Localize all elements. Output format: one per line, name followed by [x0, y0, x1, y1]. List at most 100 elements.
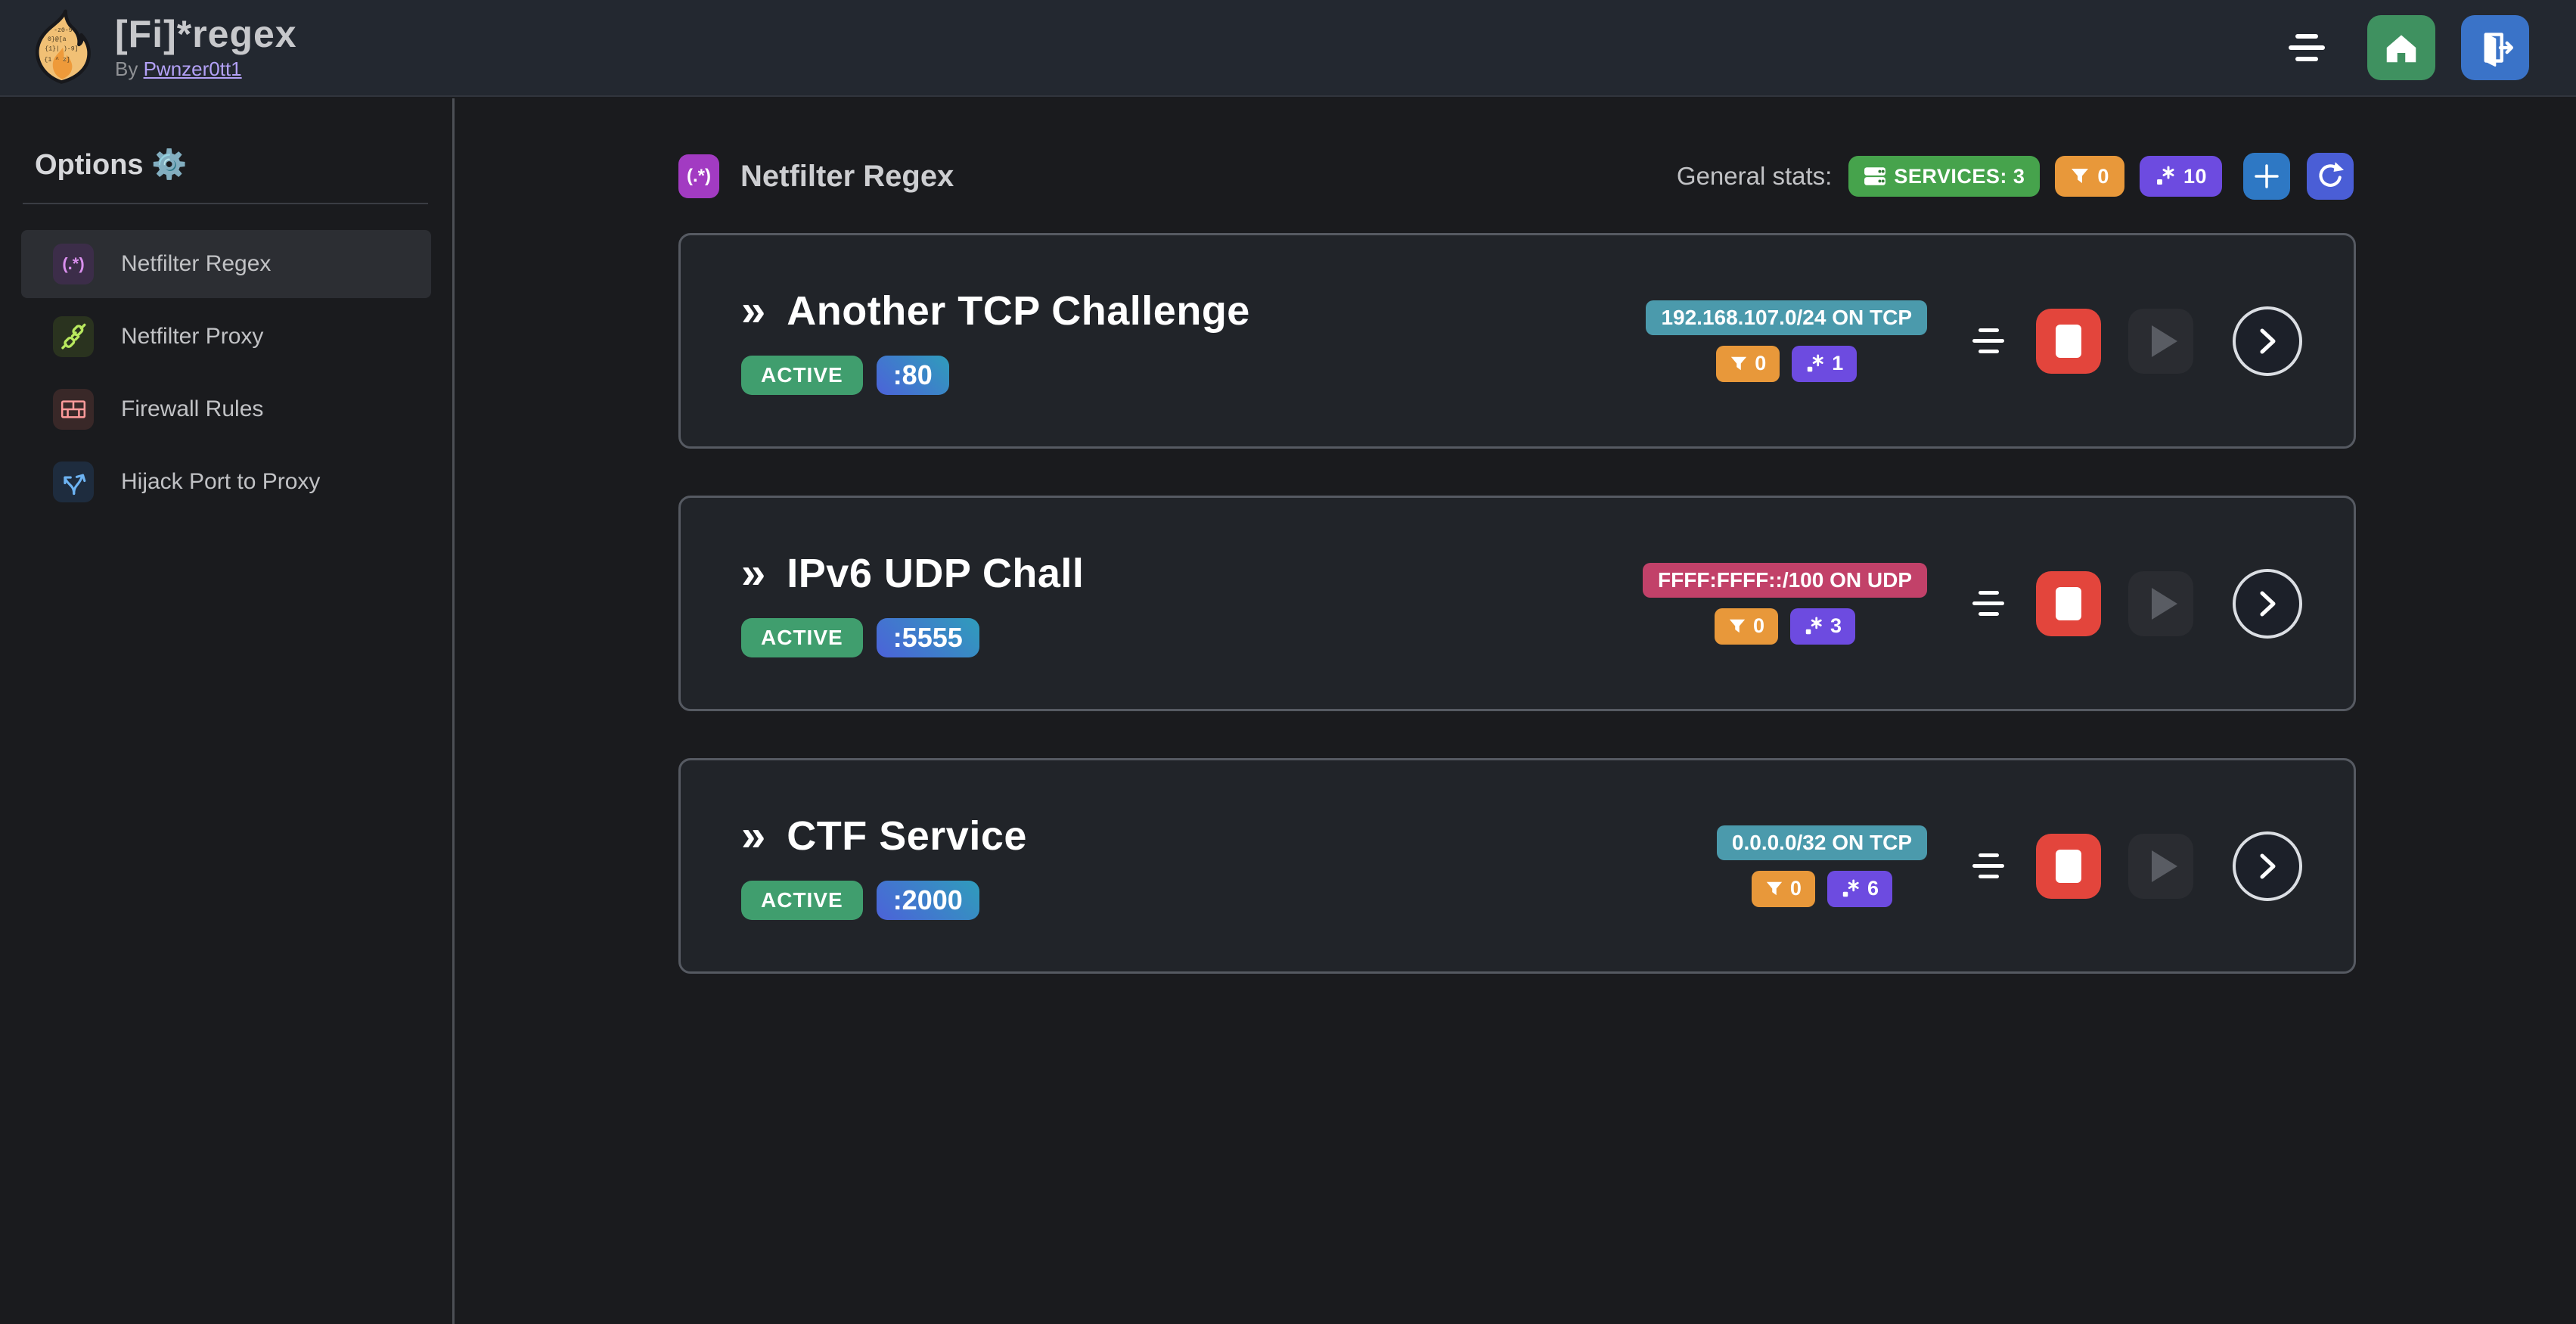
stop-icon — [2056, 324, 2081, 358]
regexes-count-text: 6 — [1867, 877, 1879, 900]
regex-section-icon-glyph: (.*) — [687, 166, 711, 186]
regex-dot-star-icon — [1805, 616, 1822, 634]
status-badge: ACTIVE — [741, 355, 863, 395]
cidr-badge: 192.168.107.0/24 ON TCP — [1646, 300, 1927, 335]
refresh-button[interactable] — [2307, 153, 2354, 200]
regexes-badge: 1 — [1792, 345, 1858, 382]
regexes-count-text: 3 — [1830, 614, 1842, 637]
service-card: » Another TCP Challenge ACTIVE :80 192.1… — [678, 233, 2356, 449]
port-badge: :5555 — [876, 617, 979, 657]
logo-text-line: {1 ^ z] — [44, 56, 70, 64]
sidebar-item-hijack-port[interactable]: Hijack Port to Proxy — [21, 448, 431, 516]
service-controls: 0.0.0.0/32 ON TCP 0 — [1716, 825, 2302, 907]
play-button[interactable] — [2128, 308, 2193, 374]
play-button[interactable] — [2128, 570, 2193, 636]
service-card: » CTF Service ACTIVE :2000 0.0.0.0/32 ON… — [678, 758, 2356, 974]
byline-prefix: By — [115, 57, 144, 80]
regex-count-badge: 10 — [2139, 156, 2222, 197]
funnel-icon — [1766, 881, 1783, 895]
regexes-badge: 3 — [1790, 608, 1856, 645]
filters-badge: 0 — [1716, 345, 1780, 382]
split-arrows-glyph — [64, 474, 86, 496]
server-icon — [1864, 167, 1886, 185]
service-info: » IPv6 UDP Chall ACTIVE :5555 — [741, 550, 1084, 657]
logout-icon — [2484, 33, 2514, 67]
sidebar-nav-list: (.*) Netfilter Regex Netfilter Proxy — [0, 230, 452, 516]
plus-icon — [2255, 164, 2279, 188]
regex-count-text: 10 — [2183, 164, 2207, 188]
regex-section-icon: (.*) — [678, 154, 719, 198]
logo-text-line: -z0-9 — [54, 27, 73, 34]
app-title: [Fi]*regex — [115, 13, 297, 56]
filters-count-text: 0 — [1789, 877, 1802, 900]
stop-button[interactable] — [2036, 308, 2101, 374]
service-menu-button[interactable] — [1972, 588, 2004, 620]
stop-button[interactable] — [2036, 570, 2101, 636]
expand-service-button[interactable] — [2233, 306, 2302, 376]
section-title: Netfilter Regex — [740, 159, 954, 193]
funnel-icon — [1729, 619, 1746, 632]
plug-proxy-icon — [53, 316, 94, 357]
sidebar-item-label: Netfilter Regex — [121, 251, 272, 276]
service-stats: FFFF:FFFF::/100 ON UDP 0 — [1643, 562, 1927, 645]
chevron-right-icon — [2260, 328, 2276, 353]
service-menu-button[interactable] — [1972, 850, 2004, 882]
service-menu-button[interactable] — [1972, 325, 2004, 357]
service-stats: 0.0.0.0/32 ON TCP 0 — [1716, 825, 1927, 907]
section-header: (.*) Netfilter Regex General stats: SERV… — [678, 153, 2354, 200]
stats-label: General stats: — [1676, 162, 1833, 190]
service-info: » CTF Service ACTIVE :2000 — [741, 813, 1027, 920]
expand-service-button[interactable] — [2233, 568, 2302, 639]
main-content: (.*) Netfilter Regex General stats: SERV… — [457, 98, 2576, 1324]
chevron-right-icon — [2260, 591, 2276, 616]
add-service-button[interactable] — [2243, 153, 2290, 200]
sidebar-heading-text: Options — [35, 149, 152, 181]
port-badge: :80 — [876, 355, 949, 395]
general-stats: General stats: SERVICES: 3 0 — [1677, 153, 2354, 200]
service-controls: FFFF:FFFF::/100 ON UDP 0 — [1643, 562, 2302, 645]
regexes-badge: 6 — [1826, 870, 1892, 907]
cidr-badge: FFFF:FFFF::/100 ON UDP — [1643, 562, 1927, 598]
services-count-badge: SERVICES: 3 — [1848, 156, 2041, 197]
regex-dot-star-icon — [2156, 166, 2174, 185]
sidebar-item-label: Firewall Rules — [121, 396, 264, 421]
play-icon — [2152, 850, 2177, 882]
split-arrows-icon — [53, 462, 94, 502]
chevron-right-icon — [2260, 853, 2276, 878]
home-icon — [2386, 35, 2416, 63]
logout-button[interactable] — [2461, 15, 2529, 80]
flame-logo: -z0-9 0}@[a {1}| )-9] {1 ^ z] — [27, 9, 98, 86]
play-button[interactable] — [2128, 833, 2193, 899]
refresh-icon — [2319, 162, 2344, 187]
regex-dot-star-icon — [1808, 353, 1823, 371]
menu-icon — [2289, 31, 2325, 65]
play-icon — [2152, 325, 2177, 357]
status-badge: ACTIVE — [741, 617, 863, 657]
service-card: » IPv6 UDP Chall ACTIVE :5555 FFFF:FFFF:… — [678, 496, 2356, 711]
app-byline: By Pwnzer0tt1 — [115, 57, 297, 81]
play-icon — [2152, 587, 2177, 620]
brick-wall-glyph — [61, 400, 86, 418]
chevrons-right-icon: » — [741, 285, 766, 335]
stop-icon — [2056, 849, 2081, 883]
regex-dot-star-icon — [1842, 878, 1859, 897]
sidebar-item-firewall-rules[interactable]: Firewall Rules — [21, 375, 431, 443]
filters-badge: 0 — [1751, 870, 1815, 907]
stop-button[interactable] — [2036, 833, 2101, 899]
sidebar-item-netfilter-regex[interactable]: (.*) Netfilter Regex — [21, 230, 431, 298]
home-button[interactable] — [2367, 15, 2435, 80]
flame-logo-icon: -z0-9 0}@[a {1}| )-9] {1 ^ z] — [36, 9, 91, 84]
filters-count-text: 0 — [2097, 164, 2109, 188]
service-name: CTF Service — [787, 813, 1027, 859]
header-menu-button[interactable] — [2289, 31, 2325, 65]
sidebar: Options ⚙️ (.*) Netfilter Regex — [0, 98, 455, 1324]
port-badge: :2000 — [876, 880, 979, 920]
author-link[interactable]: Pwnzer0tt1 — [143, 57, 242, 80]
regex-icon: (.*) — [53, 244, 94, 284]
service-info: » Another TCP Challenge ACTIVE :80 — [741, 287, 1250, 395]
sidebar-item-netfilter-proxy[interactable]: Netfilter Proxy — [21, 303, 431, 371]
expand-service-button[interactable] — [2233, 831, 2302, 901]
plug-icon-glyph — [61, 323, 86, 350]
service-list: » Another TCP Challenge ACTIVE :80 192.1… — [678, 233, 2356, 974]
funnel-icon — [1731, 356, 1747, 370]
